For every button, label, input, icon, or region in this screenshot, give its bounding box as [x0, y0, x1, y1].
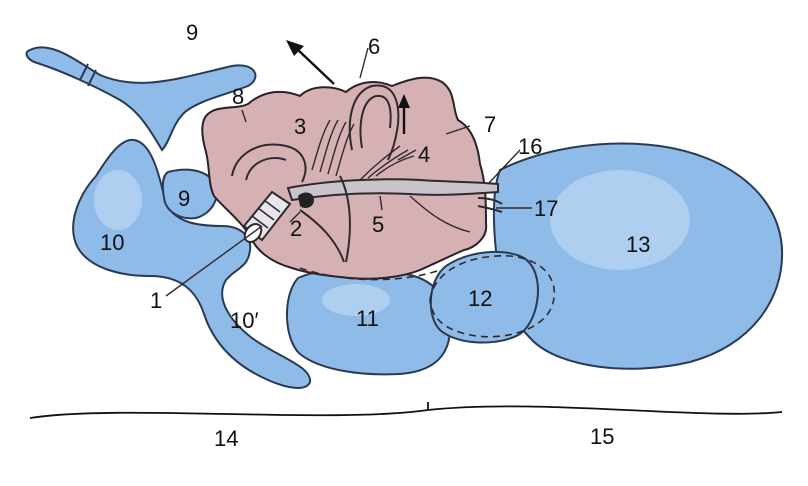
loop-6 [348, 84, 400, 161]
label-13: 13 [626, 232, 650, 257]
break-mark [79, 63, 97, 87]
brace-15 [427, 405, 783, 415]
label-1: 1 [150, 288, 162, 313]
left-arc-inner [245, 157, 287, 181]
descending-tract [339, 175, 351, 263]
label-16: 16 [518, 134, 542, 159]
leader-4 [397, 149, 417, 161]
leader-6 [359, 47, 369, 79]
label-3: 3 [294, 114, 306, 139]
dashed-overlap-12 [429, 255, 556, 338]
stub-17a [477, 197, 503, 205]
left-arc [231, 143, 307, 183]
stub-17b [477, 205, 503, 213]
label-9: 9 [178, 186, 190, 211]
label-10: 10 [100, 230, 124, 255]
fiber-3c [327, 121, 347, 175]
highlight-10 [94, 170, 142, 230]
horizontal-tract [286, 178, 499, 202]
dashed-overlap-lower [299, 267, 441, 281]
leader-5 [379, 195, 383, 211]
label-17: 17 [534, 196, 558, 221]
label-4: 4 [418, 142, 430, 167]
highlight-13 [550, 170, 690, 270]
label-11: 11 [356, 306, 379, 331]
central-mass [201, 76, 488, 280]
loop-6-inner [359, 94, 392, 149]
label-12: 12 [468, 286, 492, 311]
arrow-upper-left [286, 40, 335, 85]
fiber-3b [319, 119, 339, 173]
right-arc [409, 195, 471, 233]
fiber-4c [359, 145, 401, 181]
label-15: 15 [590, 424, 614, 449]
highlight-11 [322, 284, 390, 316]
region-12 [429, 250, 539, 344]
label-10-prime: 10′ [230, 308, 259, 333]
label-14: 14 [214, 426, 238, 451]
brace-14 [29, 409, 429, 419]
fiber-3d [335, 123, 355, 177]
label-6: 6 [368, 34, 380, 59]
fiber-4a [375, 155, 415, 177]
fiber-4b [367, 149, 409, 179]
label-5: 5 [372, 212, 384, 237]
descending-tract-2 [299, 209, 345, 263]
region-9 [161, 168, 218, 220]
arrow-up [398, 94, 410, 134]
leader-7 [445, 125, 471, 135]
label-7: 7 [484, 112, 496, 137]
small-dark-body [298, 192, 314, 208]
label-8: 8 [232, 84, 244, 109]
label-2: 2 [290, 216, 302, 241]
leader-1 [165, 225, 263, 297]
leader-8 [241, 109, 247, 123]
fiber-3a [311, 119, 331, 171]
leader-2 [289, 211, 301, 223]
label-9-top: 9 [186, 20, 198, 45]
leader-16 [487, 149, 521, 185]
